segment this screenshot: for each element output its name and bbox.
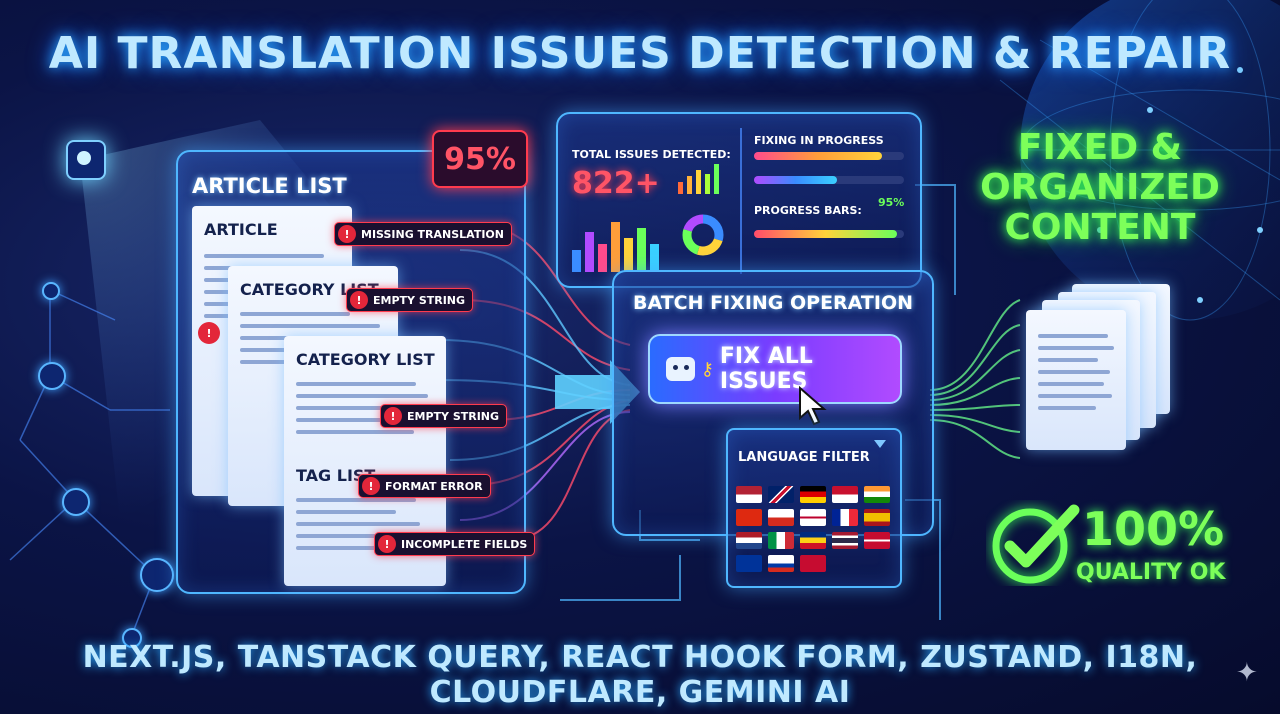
issue-tag[interactable]: ! EMPTY STRING [346, 288, 474, 312]
language-filter-label: LANGUAGE FILTER [738, 450, 870, 465]
progress-value: 95% [878, 196, 905, 209]
flag-icon[interactable] [864, 532, 890, 549]
flag-icon[interactable] [768, 486, 794, 503]
network-node [140, 558, 174, 592]
overall-progress-bar [754, 230, 904, 238]
checkmark-icon [992, 504, 1080, 584]
network-node [62, 488, 90, 516]
fix-all-label: FIX ALL ISSUES [719, 344, 813, 394]
tech-stack-footer: NEXT.JS, TANSTACK QUERY, REACT HOOK FORM… [82, 640, 1198, 710]
flag-grid [736, 486, 896, 578]
mini-bar-chart-icon [678, 164, 719, 194]
percent-badge: 95% [432, 130, 528, 188]
warning-icon: ! [362, 477, 380, 495]
issue-tag[interactable]: ! INCOMPLETE FIELDS [374, 532, 536, 556]
document-title: CATEGORY LIST [296, 350, 435, 369]
fixing-progress-bar [754, 152, 904, 160]
flag-icon[interactable] [864, 509, 890, 526]
warning-icon: ! [198, 322, 220, 344]
document-title: CATEGORY LIST [240, 280, 379, 299]
progress-bars-label: PROGRESS BARS: [754, 204, 862, 217]
network-node [122, 628, 142, 648]
flag-icon[interactable] [768, 509, 794, 526]
fixing-progress-bar [754, 176, 904, 184]
dropdown-triangle-icon[interactable] [874, 440, 886, 448]
donut-chart-icon [682, 214, 724, 256]
projector-icon [66, 140, 106, 180]
quality-value: 100% [1082, 502, 1225, 556]
warning-icon: ! [378, 535, 396, 553]
article-list-heading: ARTICLE LIST [192, 174, 347, 198]
page-title: AI TRANSLATION ISSUES DETECTION & REPAIR [48, 28, 1232, 79]
fixed-content-headline: FIXED & ORGANIZED CONTENT [980, 127, 1220, 248]
flag-icon[interactable] [832, 486, 858, 503]
network-node [42, 282, 60, 300]
flag-icon[interactable] [832, 509, 858, 526]
total-issues-value: 822+ [572, 166, 660, 201]
warning-icon: ! [338, 225, 356, 243]
total-issues-label: TOTAL ISSUES DETECTED: [572, 148, 731, 161]
flag-icon[interactable] [832, 532, 858, 549]
warning-icon: ! [384, 407, 402, 425]
flag-icon[interactable] [736, 509, 762, 526]
flag-icon[interactable] [800, 532, 826, 549]
issues-bar-chart-icon [572, 222, 659, 272]
document-title: ARTICLE [204, 220, 278, 239]
flag-icon[interactable] [736, 532, 762, 549]
warning-icon: ! [350, 291, 368, 309]
cursor-icon [799, 386, 827, 426]
issue-tag[interactable]: ! EMPTY STRING [380, 404, 508, 428]
flag-icon[interactable] [736, 555, 762, 572]
flag-icon[interactable] [864, 486, 890, 503]
flag-icon[interactable] [800, 509, 826, 526]
fixing-label: FIXING IN PROGRESS [754, 134, 884, 147]
batch-heading: BATCH FIXING OPERATION [632, 292, 913, 314]
issue-tag[interactable]: ! MISSING TRANSLATION [334, 222, 512, 246]
issue-tag[interactable]: ! FORMAT ERROR [358, 474, 491, 498]
sparkle-icon: ✦ [1236, 658, 1258, 688]
network-node [38, 362, 66, 390]
flag-icon[interactable] [768, 532, 794, 549]
stats-panel: TOTAL ISSUES DETECTED: 822+ FIXING IN PR… [556, 112, 922, 288]
quality-label: QUALITY OK [1076, 560, 1226, 585]
document-title: TAG LIST [296, 466, 376, 485]
key-icon: ⚷ [700, 358, 714, 380]
output-document [1026, 310, 1126, 450]
flag-icon[interactable] [800, 555, 826, 572]
fix-all-issues-button[interactable]: ⚷ FIX ALL ISSUES [648, 334, 902, 404]
robot-icon [666, 357, 695, 381]
flag-icon[interactable] [800, 486, 826, 503]
flag-icon[interactable] [768, 555, 794, 572]
flag-icon[interactable] [736, 486, 762, 503]
